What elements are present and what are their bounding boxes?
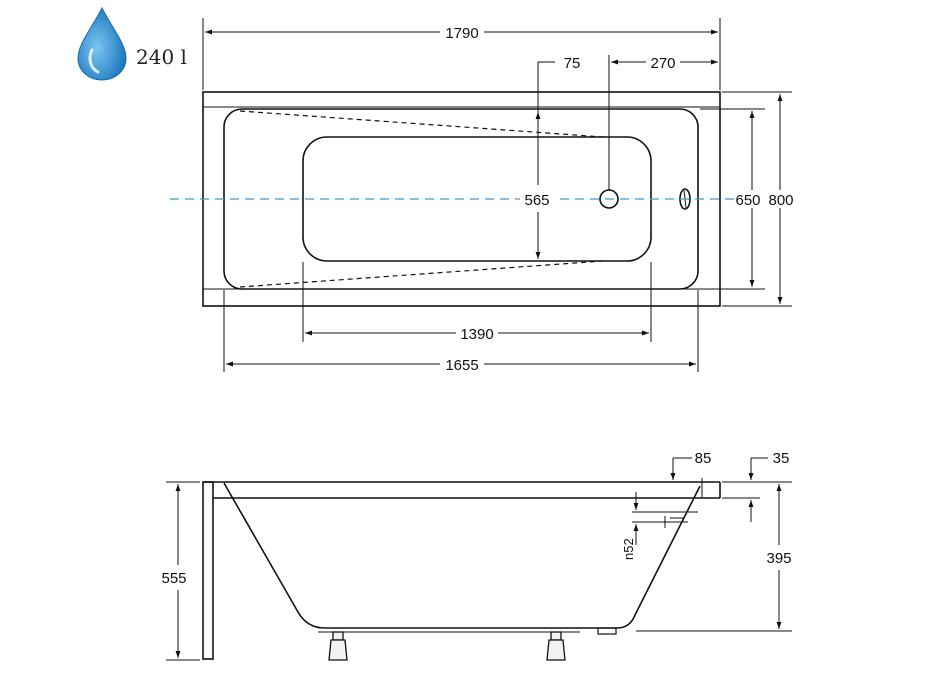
foot-right	[546, 631, 566, 661]
foot-left	[328, 631, 348, 661]
dim-overall-length: 1790	[445, 25, 478, 42]
dim-rim-length: 1655	[445, 357, 478, 374]
dim-overall-width: 800	[768, 192, 793, 209]
dim-total-height: 555	[161, 570, 186, 587]
dim-rim-offset: 85	[695, 450, 712, 467]
dim-offset-270: 270	[650, 55, 675, 72]
dim-basin-height: 395	[766, 550, 791, 567]
dim-offset-75: 75	[564, 55, 581, 72]
side-view	[202, 481, 721, 660]
water-drop-icon	[77, 6, 127, 81]
volume-label: 240 l	[136, 45, 187, 69]
dim-inner-depth: 565	[524, 192, 549, 209]
dim-overflow: n52	[621, 538, 636, 560]
dim-rim-height: 35	[773, 450, 790, 467]
dim-inner-width: 650	[735, 192, 760, 209]
dim-basin-length: 1390	[460, 326, 493, 343]
front-panel	[202, 481, 214, 660]
